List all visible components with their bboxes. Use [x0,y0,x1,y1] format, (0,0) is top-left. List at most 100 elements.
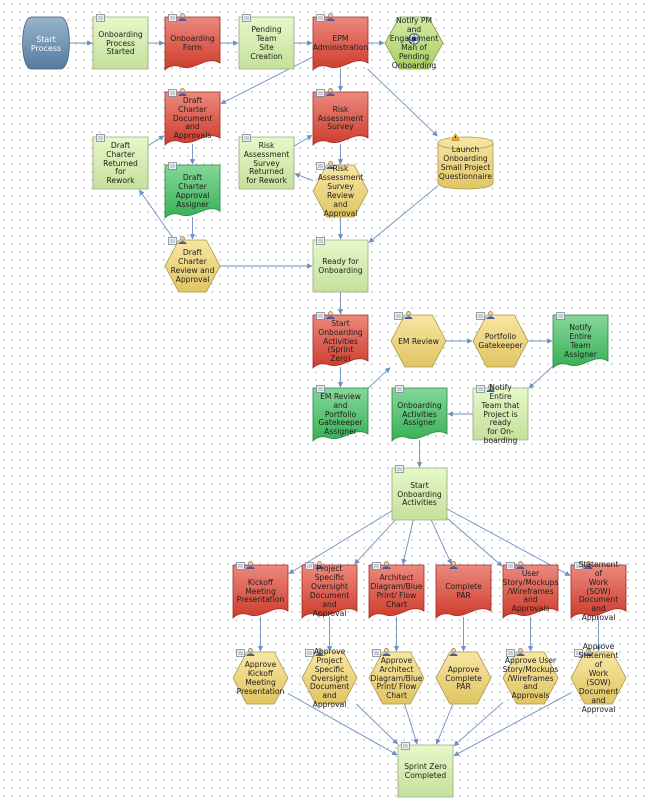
node-notify-pm[interactable]: Notify PM and Engagement Man of Pending … [384,16,444,70]
node-shape [570,564,627,620]
node-sprint-zero[interactable]: Sprint Zero Completed [397,742,454,798]
doc-icon [236,562,245,570]
node-shape [164,91,221,147]
node-kickoff[interactable]: Kickoff Meeting Presentation [232,561,289,620]
node-shape [390,314,447,368]
node-approve-user-story[interactable]: Approve User Story/Mockups /Wireframes a… [502,648,559,705]
node-shape [312,314,369,370]
node-shape [92,16,149,70]
doc-icon [574,649,583,657]
node-shape [301,564,358,620]
node-approve-sow[interactable]: Approve Statement of Work (SOW) Document… [570,642,627,714]
node-shape [552,314,609,370]
doc-icon [316,385,325,393]
node-shape [238,136,295,190]
edge-start-onb-acts2-to-architect[interactable] [401,519,414,565]
edge-approve-oversight-to-sprint-zero[interactable] [355,703,398,745]
edge-approve-par-to-sprint-zero[interactable] [435,703,454,745]
node-oversight[interactable]: Project Specific Oversight Document and … [301,561,358,620]
user-icon [486,384,495,392]
node-risk-review[interactable]: Risk Assessment Survey Review and Approv… [312,161,369,218]
user-icon [326,161,335,169]
edge-approve-kickoff-to-sprint-zero[interactable] [287,693,398,756]
user-icon [326,88,335,96]
node-pending-team[interactable]: Pending Team Site Creation [238,14,295,70]
user-icon [326,311,335,319]
doc-icon [506,649,515,657]
node-approve-oversight[interactable]: Approve Project Specific Oversight Docum… [301,647,358,709]
edge-risk-returned-to-risk-survey[interactable] [293,134,313,147]
node-shape [570,651,627,705]
edge-approve-sow-to-sprint-zero[interactable] [453,692,572,757]
node-shape [391,467,448,521]
doc-icon [316,162,325,170]
node-launch-quest[interactable]: Launch Onboarding Small Project Question… [437,133,494,190]
node-shape [164,164,221,220]
doc-icon [168,237,177,245]
edge-em-portfolio-assigner-to-em-review[interactable] [367,367,391,389]
node-ready-onb[interactable]: Ready for Onboarding [312,237,369,293]
gear-icon [408,33,420,45]
node-complete-par[interactable]: Complete PAR [435,561,492,620]
node-risk-survey[interactable]: Risk Assessment Survey [312,88,369,147]
node-start-onb-act[interactable]: Start Onboarding Activities (Sprint Zero… [312,311,369,370]
user-icon [584,561,593,569]
node-draft-charter[interactable]: Draft Charter Document and Approvals [164,88,221,147]
user-icon [404,311,413,319]
doc-icon [316,312,325,320]
node-start[interactable]: Start Process [22,16,70,70]
node-epm-admin[interactable]: EPM Administration [312,13,369,72]
doc-icon [242,134,251,142]
node-charter-review[interactable]: Draft Charter Review and Approval [164,236,221,293]
doc-icon [476,385,485,393]
node-onb-act-assigner[interactable]: Onboarding Activities Assigner [391,385,448,443]
edge-charter-returned-to-draft-charter[interactable] [147,135,165,147]
user-icon [246,561,255,569]
node-em-review[interactable]: EM Review [390,311,447,368]
node-sow[interactable]: Statement of Work (SOW) Document and App… [570,560,627,622]
node-shape [502,651,559,705]
node-shape [397,744,454,798]
node-notify-team-assigner[interactable]: Notify Entire Team Assigner [552,312,609,370]
node-em-portfolio-assigner[interactable]: EM Review and Portfolio Gatekeeper Assig… [312,385,369,443]
edge-approve-user-story-to-sprint-zero[interactable] [453,702,504,747]
doc-icon [242,14,251,22]
edge-start-onb-acts2-to-complete-par[interactable] [430,519,452,565]
node-shape [435,564,492,620]
user-icon [382,561,391,569]
node-approve-par[interactable]: Approve Complete PAR [435,648,492,705]
node-shape [164,16,221,72]
edge-charter-review-to-charter-returned[interactable] [139,189,175,241]
node-user-story[interactable]: User Story/Mockups /Wireframes and Appro… [502,561,559,620]
edge-start-onb-acts2-to-user-story[interactable] [446,517,503,567]
doc-icon [168,162,177,170]
node-start-onb-acts2[interactable]: Start Onboarding Activities [391,465,448,521]
edge-epm-admin-to-draft-charter[interactable] [220,56,314,105]
node-onb-form[interactable]: Onboarding Form [164,13,221,72]
doc-icon [506,562,515,570]
doc-icon [401,742,410,750]
doc-icon [395,385,404,393]
node-architect[interactable]: Architect Diagram/Blue Print/ Flow Chart [368,561,425,620]
edge-notify-team-assigner-to-notify-team-ready[interactable] [528,365,554,389]
edge-launch-quest-to-ready-onb[interactable] [368,185,439,243]
node-approve-architect[interactable]: Approve Architect Diagram/Blue Print/ Fl… [368,648,425,705]
edge-epm-admin-to-launch-quest[interactable] [367,68,438,137]
user-icon [449,561,458,569]
user-icon [326,13,335,21]
node-notify-team-ready[interactable]: Notify Entire Team that Project is ready… [472,383,529,445]
node-shape [92,136,149,190]
node-portfolio-gk[interactable]: Portfolio Gatekeeper [472,311,529,368]
node-onb-started[interactable]: Onboarding Process Started [92,14,149,70]
doc-icon [305,649,314,657]
node-risk-returned[interactable]: Risk Assessment Survey Returned for Rewo… [238,134,295,190]
edge-risk-review-to-risk-returned[interactable] [294,172,314,182]
node-approve-kickoff[interactable]: Approve Kickoff Meeting Presentation [232,648,289,705]
node-charter-returned[interactable]: Draft Charter Returned for Rework [92,134,149,190]
edge-approve-architect-to-sprint-zero[interactable] [404,703,419,745]
node-charter-assigner[interactable]: Draft Charter Approval Assigner [164,162,221,220]
edge-start-onb-acts2-to-oversight[interactable] [354,519,396,565]
edge-start-onb-acts2-to-sow[interactable] [446,508,571,576]
doc-icon [96,134,105,142]
